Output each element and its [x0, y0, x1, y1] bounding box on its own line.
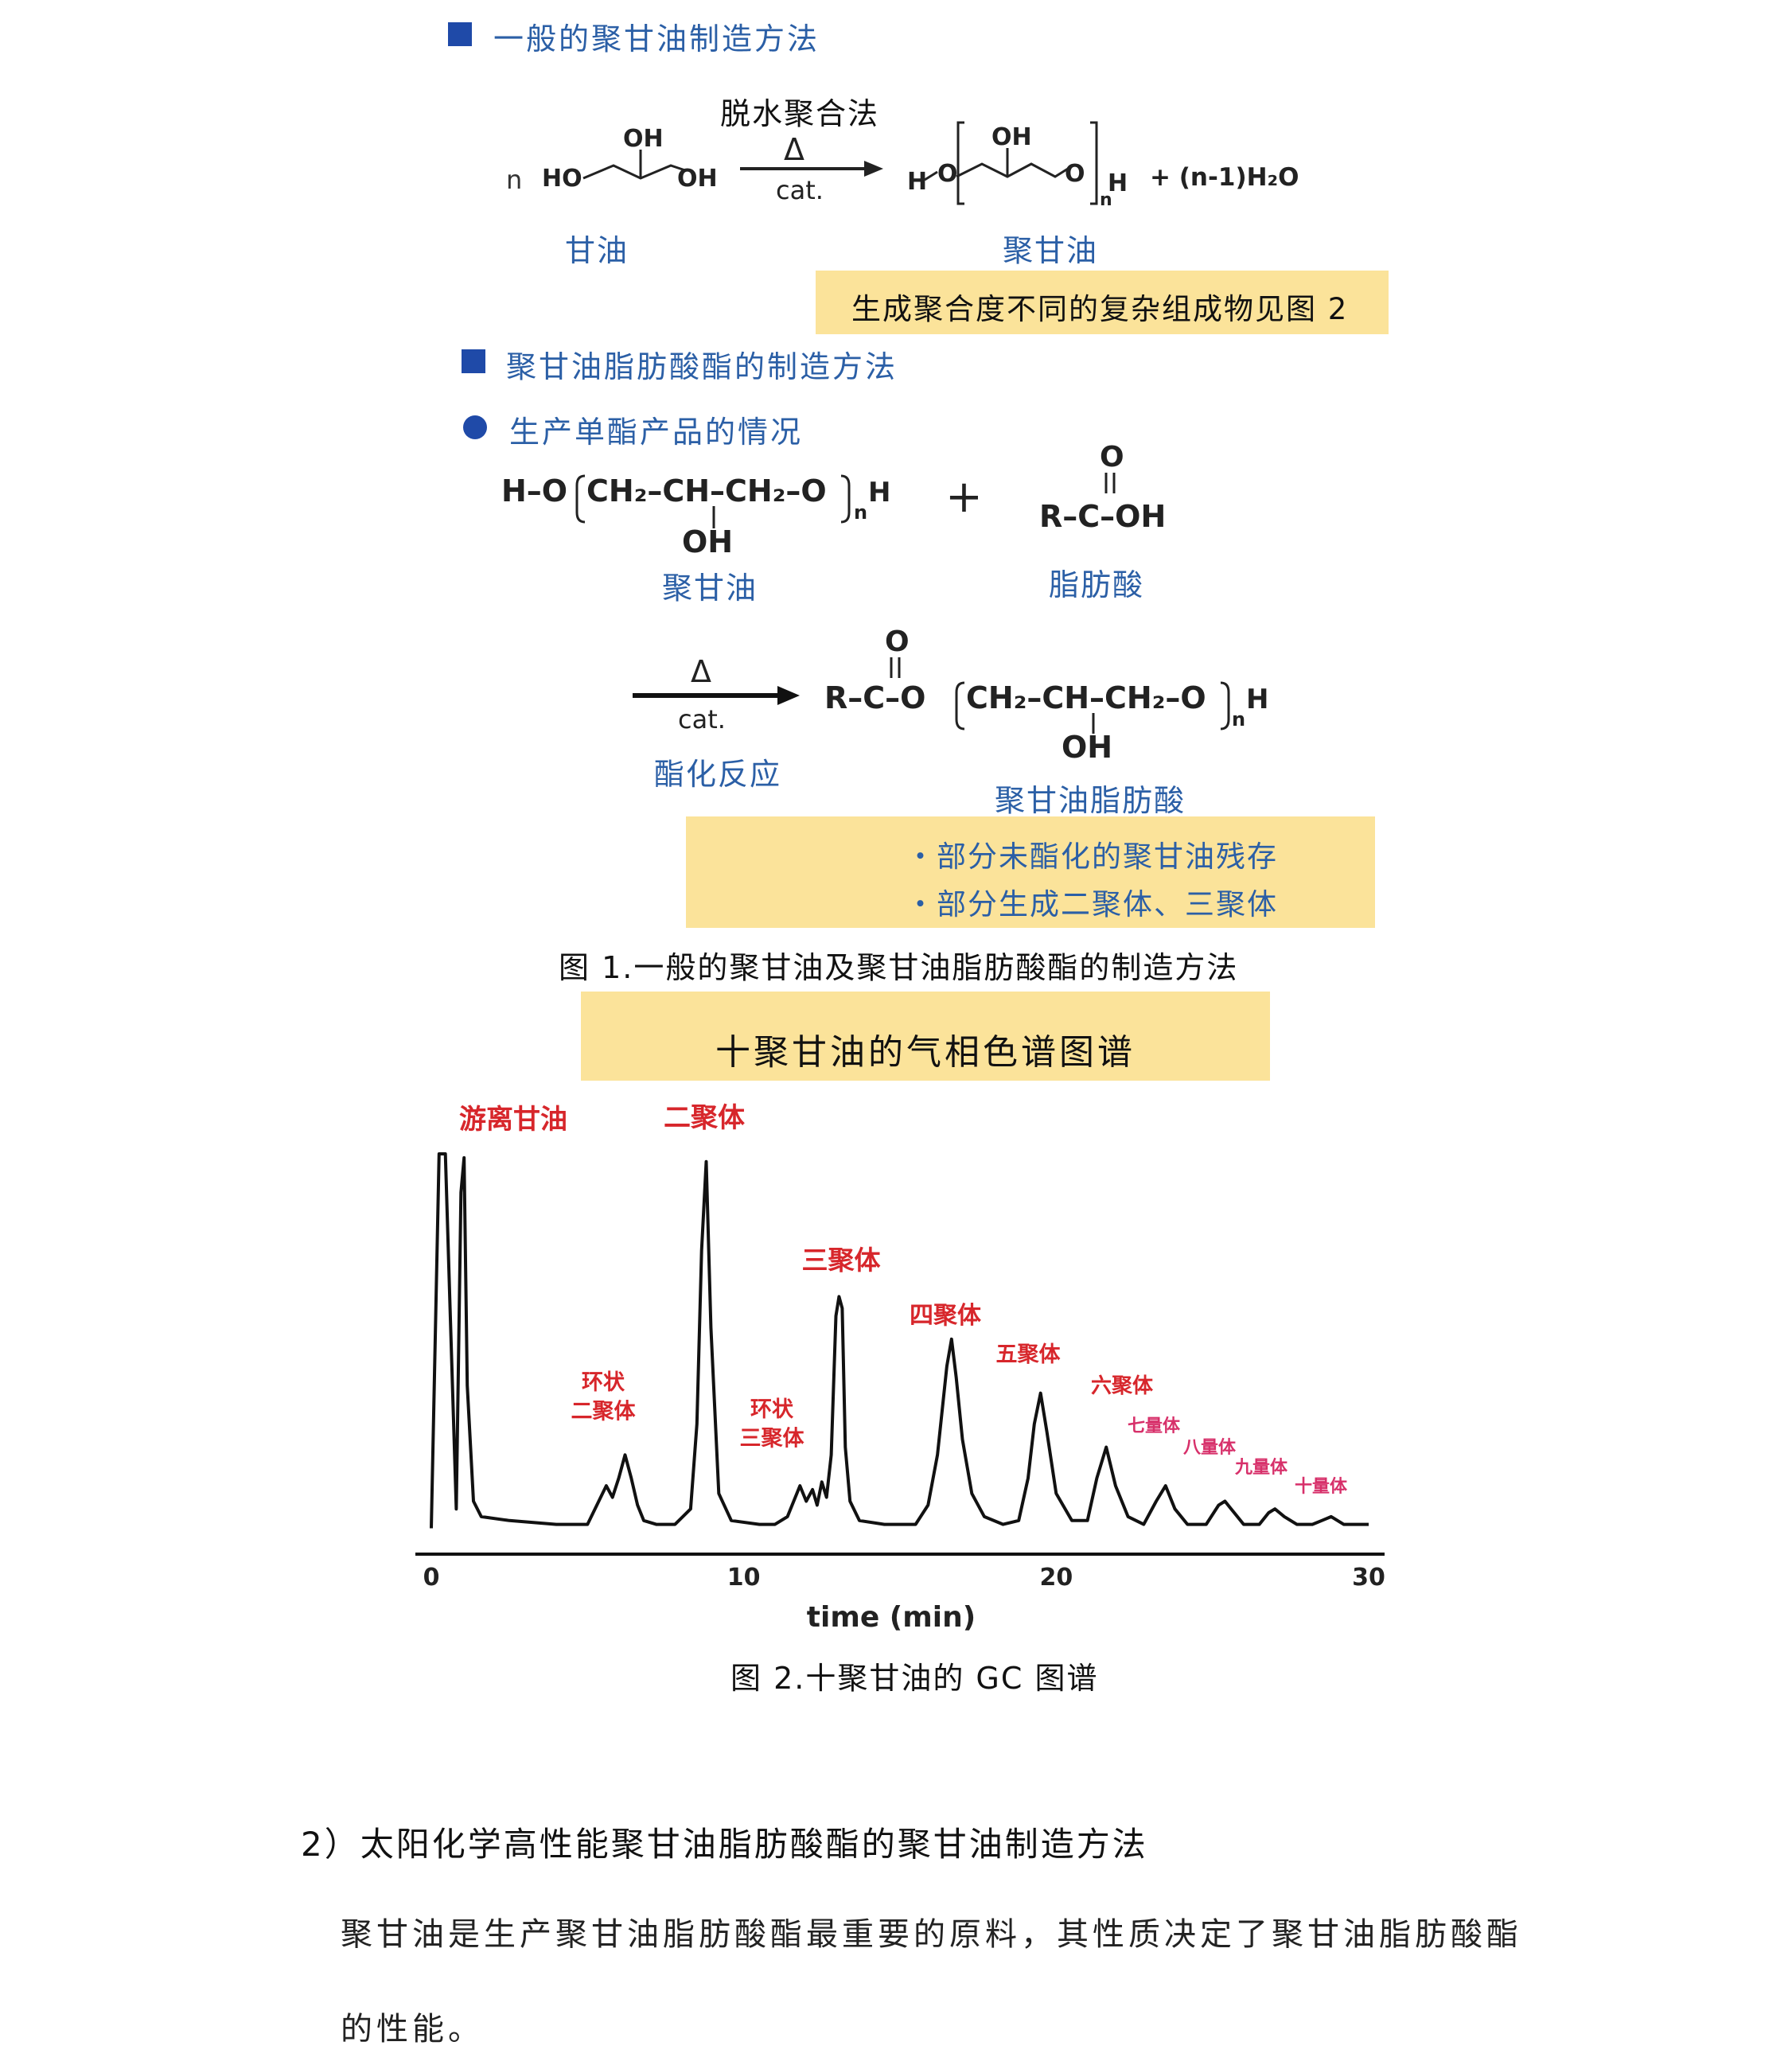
svg-text:H: H: [907, 168, 927, 196]
svg-text:R–C–OH: R–C–OH: [1039, 499, 1166, 534]
svg-text:OH: OH: [677, 165, 718, 193]
paragraph-line-1: 聚甘油是生产聚甘油脂肪酸酯最重要的原料，其性质决定了聚甘油脂肪酸酯: [341, 1916, 1522, 1953]
svg-text:R–C–O: R–C–O: [824, 680, 925, 715]
peak-label: 二聚体: [664, 1102, 745, 1134]
svg-text:n: n: [854, 501, 867, 524]
peak-label: 五聚体: [996, 1342, 1062, 1367]
peak-label: 环状二聚体: [571, 1370, 637, 1424]
section-square-bullet: [462, 349, 485, 373]
figure1-caption: 图 1.一般的聚甘油及聚甘油脂肪酸酯的制造方法: [559, 950, 1239, 985]
peak-label: 三聚体: [802, 1245, 881, 1276]
polyglycerol-condensed-formula: H–O CH₂–CH–CH₂–O OH n H: [501, 473, 890, 557]
reaction1-arrow: [740, 161, 883, 177]
svg-text:H–O: H–O: [501, 473, 567, 508]
svg-text:O: O: [1100, 441, 1124, 473]
reaction2-arrow: [633, 686, 800, 705]
svg-text:HO: HO: [542, 165, 582, 193]
svg-text:OH: OH: [1062, 730, 1112, 764]
gc-chromatogram: 0 10 20 30 time (min) 游离甘油 二聚体环状二聚体环状三聚体 三聚体四…: [415, 1102, 1385, 1634]
peak-label: 七量体: [1128, 1416, 1181, 1436]
reaction1-coef: n: [506, 165, 523, 195]
product-ester-label: 聚甘油脂肪酸: [995, 783, 1186, 818]
svg-text:n: n: [1232, 708, 1245, 731]
paragraph-line-2: 的性能。: [341, 2011, 484, 2048]
reaction1-delta: Δ: [784, 132, 804, 167]
reaction1-cat: cat.: [776, 175, 824, 205]
svg-text:O: O: [937, 160, 958, 188]
svg-text:OH: OH: [682, 524, 733, 557]
section-square-bullet: [448, 22, 472, 46]
reaction2-note-2: ・部分生成二聚体、三聚体: [906, 887, 1278, 922]
chromatogram-trace: [430, 1152, 1369, 1529]
figure2-caption: 图 2.十聚甘油的 GC 图谱: [730, 1661, 1099, 1696]
section-heading-monoester: 生产单酯产品的情况: [509, 415, 804, 450]
peak-label: 环状三聚体: [740, 1397, 805, 1451]
svg-text:OH: OH: [991, 123, 1032, 151]
svg-text:CH₂–CH–CH₂–O: CH₂–CH–CH₂–O: [966, 680, 1206, 715]
svg-text:OH: OH: [623, 125, 664, 153]
svg-text:H: H: [1108, 169, 1128, 197]
subheading: 2）太阳化学高性能聚甘油脂肪酸酯的聚甘油制造方法: [301, 1825, 1148, 1864]
svg-text:H: H: [1246, 684, 1268, 715]
peak-label: 九量体: [1234, 1458, 1288, 1478]
svg-text:n: n: [1100, 190, 1112, 210]
reaction2-plus: +: [945, 471, 983, 523]
reaction2-note-1: ・部分未酯化的聚甘油残存: [906, 840, 1278, 874]
reactant-fatty-acid-label: 脂肪酸: [1049, 567, 1145, 602]
reaction1-method: 脱水聚合法: [720, 96, 880, 131]
product-polyglycerol-label: 聚甘油: [1003, 233, 1099, 268]
svg-text:O: O: [885, 625, 910, 658]
peak-label: 八量体: [1183, 1438, 1237, 1458]
svg-text:O: O: [1065, 160, 1085, 188]
reaction1-note: 生成聚合度不同的复杂组成物见图 2: [851, 292, 1349, 326]
reaction2-condition: 酯化反应: [654, 757, 782, 792]
svg-text:H: H: [868, 477, 890, 508]
polyglycerol-structure: H O OH O n H: [907, 121, 1128, 210]
chart-title-box: [581, 992, 1270, 1081]
reaction2-note-box: [686, 816, 1375, 928]
x-tick-label: 0: [423, 1564, 440, 1592]
section-heading-general: 一般的聚甘油制造方法: [493, 21, 820, 56]
peak-label: 十量体: [1295, 1477, 1348, 1497]
reaction1-byproduct: + (n-1)H₂O: [1150, 163, 1299, 192]
reaction1-note-box: [816, 271, 1389, 334]
peak-label: 四聚体: [910, 1302, 982, 1330]
glycerol-structure: HO OH OH: [542, 125, 718, 193]
peak-label: 六聚体: [1091, 1374, 1154, 1398]
x-tick-label: 10: [727, 1564, 761, 1592]
reactant-polyglycerol-label: 聚甘油: [662, 571, 758, 606]
reaction2-cat: cat.: [678, 704, 726, 734]
svg-text:CH₂–CH–CH₂–O: CH₂–CH–CH₂–O: [586, 473, 827, 508]
reactant-glycerol-label: 甘油: [565, 233, 629, 268]
fatty-acid-formula: O R–C–OH: [1039, 441, 1166, 534]
polyglycerol-ester-formula: O R–C–O CH₂–CH–CH₂–O OH n H: [824, 625, 1268, 764]
x-tick-label: 30: [1352, 1564, 1385, 1592]
section-heading-ester: 聚甘油脂肪酸酯的制造方法: [506, 349, 898, 384]
chart-title: 十聚甘油的气相色谱图谱: [715, 1032, 1136, 1073]
reaction2-delta: Δ: [691, 654, 711, 689]
round-bullet: [463, 415, 487, 439]
x-axis-label: time (min): [807, 1601, 976, 1634]
peak-label: 游离甘油: [459, 1104, 567, 1136]
x-tick-label: 20: [1039, 1564, 1073, 1592]
